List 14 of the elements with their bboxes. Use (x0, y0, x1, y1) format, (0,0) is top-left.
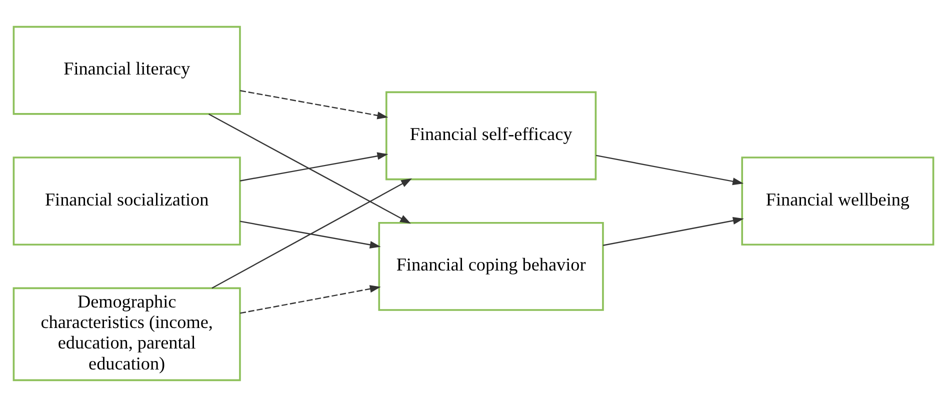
arrow (596, 154, 744, 186)
arrow (602, 216, 744, 246)
arrow (240, 285, 381, 314)
arrow (208, 114, 411, 224)
arrow (212, 178, 412, 289)
arrow (240, 152, 388, 182)
node-box: Financial coping behavior (378, 222, 604, 311)
node-box: Demographic characteristics (income, education, parental education) (12, 287, 241, 382)
arrow (240, 220, 381, 249)
arrow (240, 90, 388, 120)
node-box: Financial wellbeing (741, 156, 934, 246)
node-box: Financial literacy (12, 26, 241, 115)
node-box: Financial socialization (12, 156, 241, 246)
node-box: Financial self-efficacy (385, 91, 597, 180)
